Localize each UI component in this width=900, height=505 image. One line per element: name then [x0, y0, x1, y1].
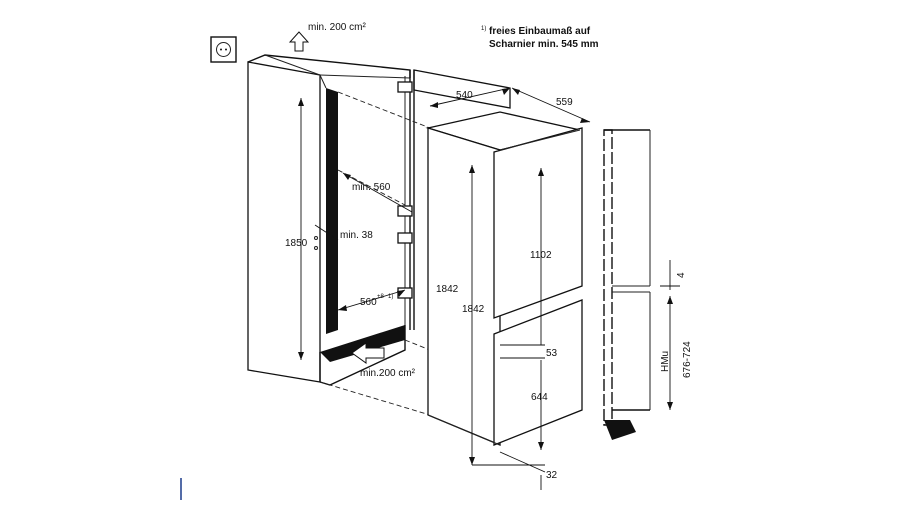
vent-bottom-arrow-icon [351, 342, 385, 364]
fridge-appliance [425, 111, 583, 446]
vent-top-arrow-icon [288, 31, 310, 52]
vent-bottom-label: min.200 cm² [360, 368, 416, 379]
upper-door-label: 1102 [530, 250, 552, 261]
niche-width-tolerance: +8 [377, 294, 385, 300]
vent-top-label: min. 200 cm² [308, 22, 366, 33]
appliance-width-label: 540 [456, 90, 473, 101]
lower-door-label: 644 [531, 392, 548, 403]
note-line-1: freies Einbaumaß auf [489, 26, 591, 37]
niche-width-superscript: 1) [388, 294, 393, 300]
hmu-label: HMu [660, 351, 671, 372]
door-gap-label: 53 [546, 348, 558, 359]
hmu-range-label: 676-724 [682, 341, 693, 378]
niche-width-label: 560 [360, 297, 377, 308]
side-section-view [603, 129, 651, 440]
niche-cabinet [247, 54, 511, 386]
appliance-depth-label: 559 [556, 97, 573, 108]
appliance-height-label-1: 1842 [436, 284, 459, 295]
niche-gap-label: min. 38 [340, 230, 373, 241]
niche-height-dimension [298, 98, 304, 360]
power-socket-icon [210, 36, 237, 63]
note-superscript: 1) [481, 26, 486, 32]
top-gap-label: 4 [676, 272, 687, 278]
appliance-height-label-2: 1842 [462, 304, 485, 315]
note-line-2: Scharnier min. 545 mm [489, 39, 599, 50]
niche-height-label: 1850 [285, 238, 308, 249]
base-gap-label: 32 [546, 470, 558, 481]
niche-depth-label: min. 560 [352, 182, 391, 193]
